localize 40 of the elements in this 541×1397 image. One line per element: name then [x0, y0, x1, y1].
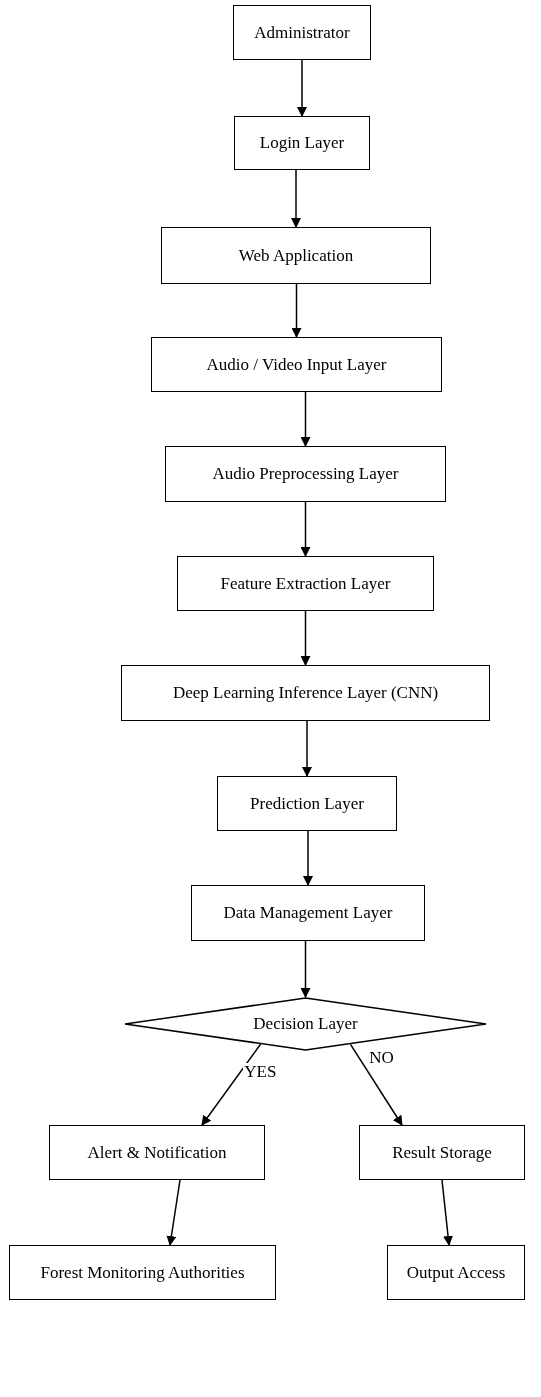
process-box: [165, 446, 446, 502]
arrow: [300, 610, 311, 666]
node-label: Audio / Video Input Layer: [206, 354, 387, 375]
process-box: [191, 885, 425, 941]
arrow: [349, 1043, 403, 1126]
process-box: [9, 1245, 276, 1300]
node-label: Administrator: [254, 22, 350, 43]
arrow: [303, 830, 313, 886]
node-label: Forest Monitoring Authorities: [40, 1262, 245, 1283]
arrow: [166, 1179, 181, 1246]
node-label: Data Management Layer: [223, 903, 393, 923]
process-box: [359, 1125, 525, 1180]
arrow: [291, 283, 302, 338]
process-box: [121, 665, 490, 721]
arrow: [441, 1179, 453, 1246]
process-box: [177, 556, 434, 611]
arrow: [291, 169, 301, 228]
process-box: [233, 5, 371, 60]
process-box: [217, 776, 397, 831]
arrow: [300, 940, 311, 998]
process-box: [151, 337, 442, 392]
node-label: Decision Layer: [253, 1014, 358, 1034]
node-label: Feature Extraction Layer: [220, 573, 391, 594]
node-label: Prediction Layer: [250, 793, 364, 814]
arrow: [297, 59, 307, 117]
node-label: Deep Learning Inference Layer (CNN): [172, 683, 439, 703]
node-label: Result Storage: [392, 1142, 492, 1163]
process-box: [234, 116, 370, 170]
node-label: Alert & Notification: [87, 1142, 227, 1163]
arrow: [201, 1043, 262, 1126]
node-label: Audio Preprocessing Layer: [212, 464, 399, 484]
arrow: [300, 501, 311, 557]
node-label: Web Application: [238, 245, 354, 266]
node-label: Output Access: [406, 1262, 506, 1283]
process-box: [49, 1125, 265, 1180]
process-box: [161, 227, 431, 284]
arrow: [302, 720, 312, 777]
node-label: Login Layer: [259, 133, 345, 153]
process-box: [387, 1245, 525, 1300]
arrow: [300, 391, 311, 447]
